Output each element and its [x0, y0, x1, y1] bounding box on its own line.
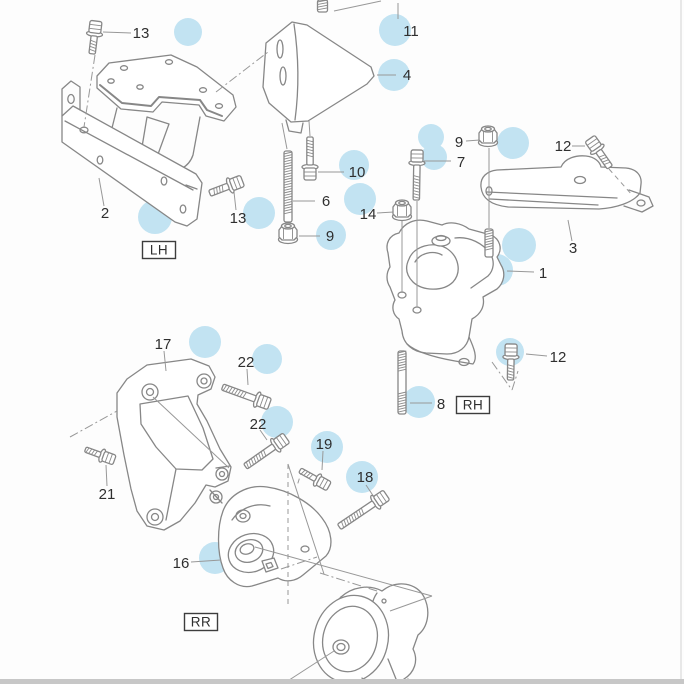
highlight-circle[interactable] — [261, 406, 293, 438]
callout-17[interactable]: 17 — [155, 336, 172, 353]
part-4-bracket-drawing — [262, 21, 375, 134]
callout-2[interactable]: 2 — [101, 205, 109, 222]
highlight-circle[interactable] — [316, 220, 346, 250]
callout-13[interactable]: 13 — [230, 210, 247, 227]
bolt-drawing — [408, 149, 426, 201]
callout-21[interactable]: 21 — [99, 486, 116, 503]
view-label-LH: LH — [150, 243, 168, 258]
highlight-circle[interactable] — [252, 344, 282, 374]
bolt-drawing — [298, 467, 332, 491]
drawing-layer — [61, 0, 654, 684]
bolt-drawing — [85, 19, 104, 55]
part-1-rh-mount-drawing — [386, 219, 505, 367]
bolt-drawing — [208, 175, 245, 197]
highlight-circle[interactable] — [311, 431, 343, 463]
rr-mount-drawing — [312, 583, 429, 684]
bottom-edge-bar — [0, 679, 684, 684]
bolt-drawing — [84, 446, 117, 465]
connector-lines — [69, 51, 634, 684]
highlight-circle[interactable] — [379, 14, 411, 46]
callout-3[interactable]: 3 — [569, 240, 577, 257]
nut-drawing — [477, 125, 499, 148]
callout-1[interactable]: 1 — [539, 265, 547, 282]
view-box-RH — [455, 395, 491, 415]
view-box-LH — [141, 240, 177, 260]
callout-13[interactable]: 13 — [133, 25, 150, 42]
bolt-drawing — [585, 135, 613, 170]
highlight-circle[interactable] — [344, 183, 376, 215]
bolt-drawing — [221, 383, 272, 410]
bolt-drawing — [337, 490, 390, 530]
view-label-RH: RH — [463, 398, 484, 413]
highlight-circle[interactable] — [339, 150, 369, 180]
callout-4[interactable]: 4 — [403, 67, 411, 84]
callout-16[interactable]: 16 — [173, 555, 190, 572]
nut-drawing — [391, 199, 413, 222]
callout-12[interactable]: 12 — [550, 349, 567, 366]
stud-drawing — [316, 0, 329, 13]
callout-19[interactable]: 19 — [316, 436, 333, 453]
highlight-circle[interactable] — [497, 127, 529, 159]
callout-6[interactable]: 6 — [322, 193, 330, 210]
part-17-bracket-drawing — [116, 358, 232, 531]
highlight-circle[interactable] — [174, 18, 202, 46]
stud-drawing — [397, 350, 407, 415]
callout-9[interactable]: 9 — [455, 134, 463, 151]
view-label-layer: LH RH RR — [141, 240, 491, 632]
nut-drawing — [277, 222, 299, 245]
part-16-bracket-drawing — [217, 485, 332, 588]
callout-22[interactable]: 22 — [250, 416, 267, 433]
view-label-RR: RR — [191, 615, 212, 630]
view-box-RR — [183, 612, 219, 632]
highlight-circle[interactable] — [189, 326, 221, 358]
callout-14[interactable]: 14 — [360, 206, 377, 223]
callout-layer: 13 11 4 9 12 7 10 6 2 14 13 9 3 1 17 12 22 8 22 19 18 21 16 — [99, 23, 578, 572]
callout-11[interactable]: 11 — [403, 23, 419, 40]
callout-18[interactable]: 18 — [357, 469, 374, 486]
leader-lines — [98, 0, 585, 563]
bolt-drawing — [502, 343, 520, 381]
highlight-circle[interactable] — [418, 124, 444, 150]
callout-12[interactable]: 12 — [555, 138, 572, 155]
bolt-drawing — [243, 433, 290, 470]
callout-10[interactable]: 10 — [349, 164, 366, 181]
callout-7[interactable]: 7 — [457, 154, 465, 171]
highlight-circle[interactable] — [502, 228, 536, 262]
highlight-circle[interactable] — [421, 144, 447, 170]
stud-drawing — [283, 150, 293, 223]
callout-22[interactable]: 22 — [238, 354, 255, 371]
part-2-lh-mount-drawing — [61, 54, 237, 227]
stud-drawing — [484, 228, 494, 258]
fastener-layer — [84, 0, 613, 530]
highlight-circle[interactable] — [346, 461, 378, 493]
part-3-bracket-drawing — [480, 155, 654, 213]
bolt-drawing — [301, 136, 319, 181]
callout-9[interactable]: 9 — [326, 228, 334, 245]
callout-8[interactable]: 8 — [437, 396, 445, 413]
highlight-circle[interactable] — [403, 386, 435, 418]
highlight-circle[interactable] — [243, 197, 275, 229]
